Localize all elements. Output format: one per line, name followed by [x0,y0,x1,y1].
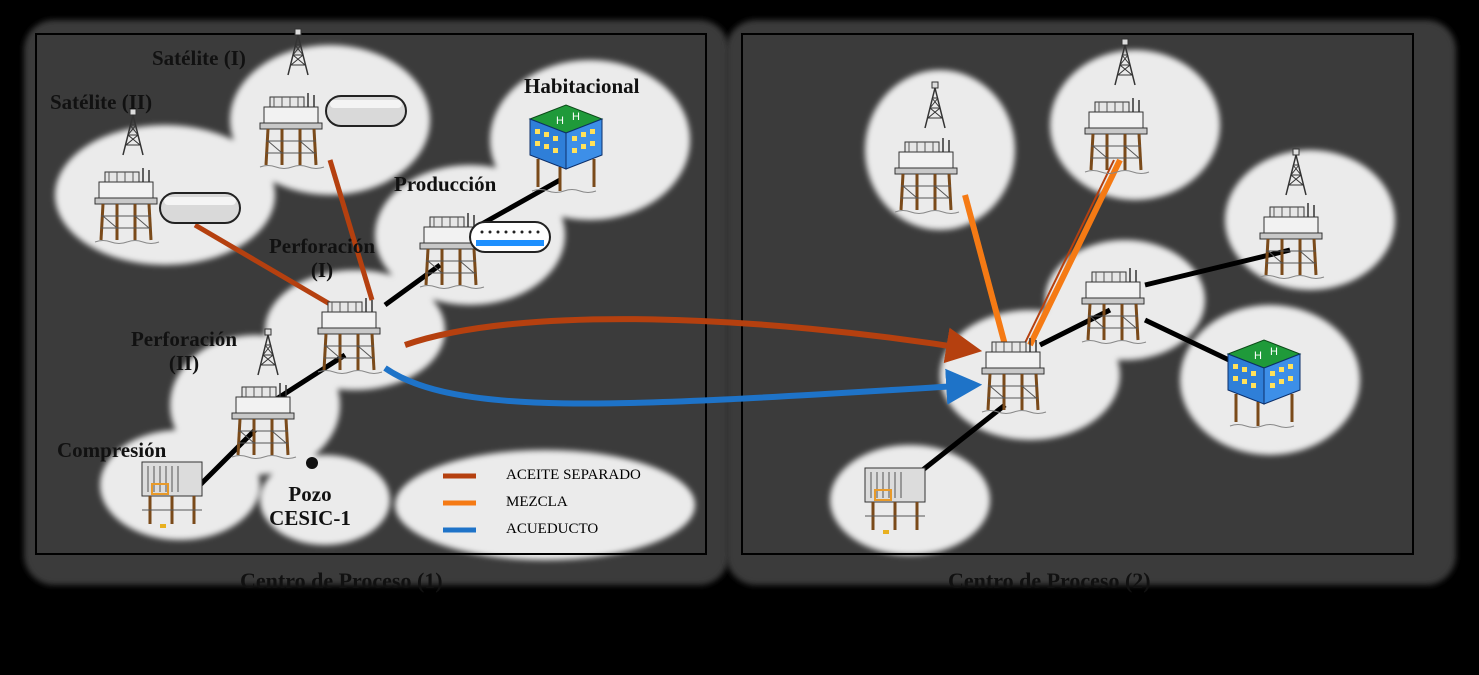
label-perforacion-1-line1: Perforación [268,234,376,258]
compresion-platform [140,460,204,530]
link-p2-compressor-hub [908,403,1007,482]
oil-transfer-arrow [404,316,983,364]
label-pozo: Pozo CESIC-1 [244,482,376,530]
panel-2-caption: Centro de Proceso (2) [948,568,1151,593]
link-p2-top-center [1027,158,1123,347]
link-compresion-perforacion2 [198,428,257,487]
label-produccion: Producción [394,172,497,196]
label-satelite-2: Satélite (II) [50,90,153,114]
label-compresion: Compresión [57,438,167,462]
panel-1-caption: Centro de Proceso (1) [240,568,443,593]
label-pozo-line2: CESIC-1 [269,506,351,530]
water-transfer-arrow [383,365,983,407]
produccion-tank [469,221,551,253]
link-habitacional-produccion [478,177,562,228]
label-perforacion-2-line2: (II) [168,351,200,375]
link-satelite2-perforacion1 [193,222,342,313]
link-satelite1-perforacion1 [327,159,375,301]
label-perforacion-1: Perforación (I) [254,234,390,282]
link-produccion-perforacion1 [383,262,442,308]
p2-compresion-platform [863,466,927,536]
satelite-2-tank [159,192,241,224]
label-perforacion-2-line1: Perforación [130,327,238,351]
label-perforacion-1-line2: (I) [310,258,334,282]
legend-label-mix: MEZCLA [506,494,568,510]
label-satelite-1: Satélite (I) [152,46,246,70]
link-p2-top-left [962,194,1008,346]
pozo-cesic-1-marker [306,457,318,469]
label-pozo-line1: Pozo [288,482,332,506]
legend-label-water: ACUEDUCTO [506,521,599,537]
label-perforacion-2: Perforación (II) [116,327,252,375]
panel-1-frame [35,33,707,555]
panel-1-links [193,159,562,487]
panel-2-links [908,158,1291,482]
panel-2-frame [741,33,1414,555]
legend [443,473,476,533]
satelite-1-tank [325,95,407,127]
link-p2-top-center-dark [1023,159,1115,346]
legend-label-oil: ACEITE SEPARADO [506,467,641,483]
label-habitacional: Habitacional [524,74,640,98]
